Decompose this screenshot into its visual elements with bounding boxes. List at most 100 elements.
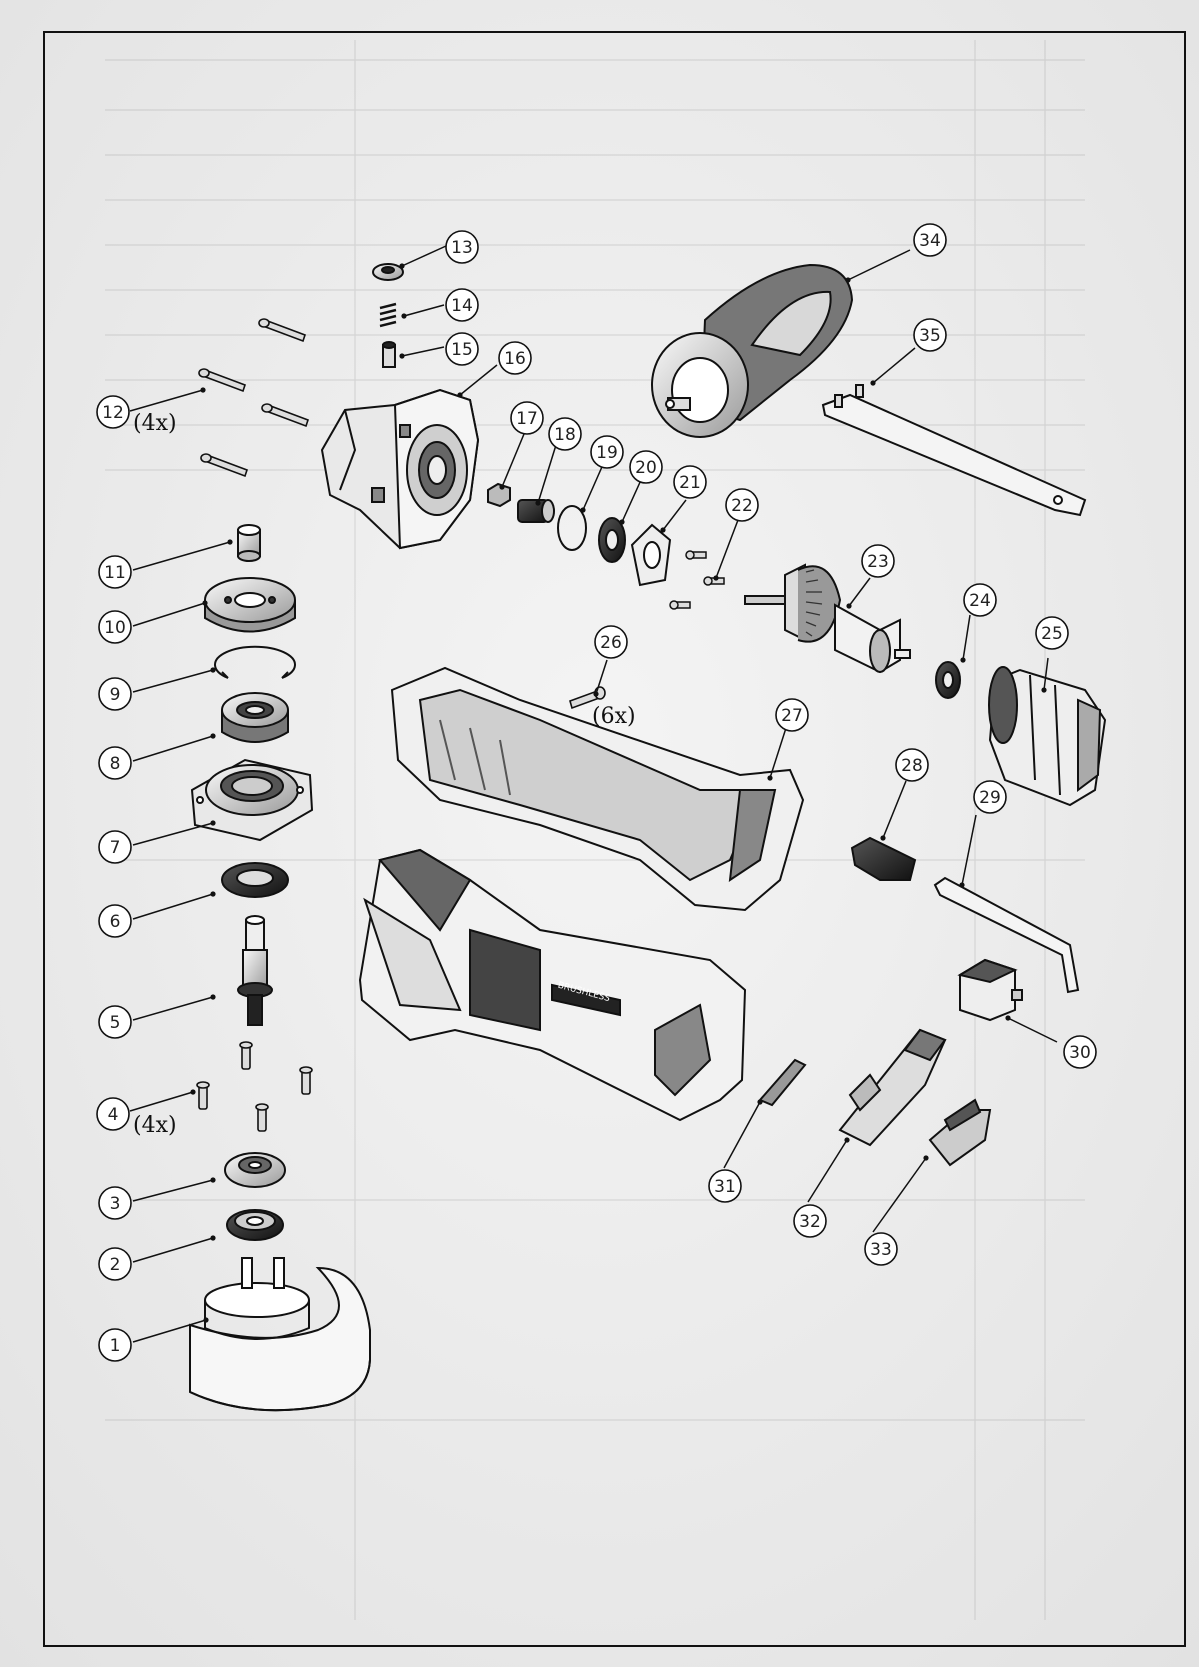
callout-circle [445,288,479,322]
callout-19: 19 [590,435,624,469]
callout-circle [629,450,663,484]
callout-number: 22 [731,496,753,516]
callout-number: 1 [110,1336,121,1356]
callout-circle [913,318,947,352]
callout-13: 13 [445,230,479,264]
part-15-lock-pin [382,341,396,368]
part-7-bearing-flange [190,758,314,842]
callout-circle [793,1204,827,1238]
callout-number: 35 [919,326,941,346]
callout-22: 22 [725,488,759,522]
callout-5: 5 [98,1005,132,1039]
callout-circle [861,544,895,578]
callout-9: 9 [98,677,132,711]
callout-33: 33 [864,1232,898,1266]
part-30-switch [957,958,1023,1022]
part-2-flange-nut [226,1209,284,1241]
callout-number: 19 [596,443,618,463]
callout-3: 3 [98,1186,132,1220]
part-14-spring [379,302,397,328]
callout-circle [708,1169,742,1203]
part-27-housing-half [390,666,805,912]
part-1-wheel-guard [189,1257,371,1412]
callout-number: 21 [679,473,701,493]
callout-number: 32 [799,1212,821,1232]
callout-1: 1 [98,1328,132,1362]
callout-25: 25 [1035,616,1069,650]
part-29-switch-lever [933,876,1080,994]
callout-31: 31 [708,1169,742,1203]
callout-11: 11 [98,555,132,589]
diagram-border [43,31,1186,1647]
callout-circle [98,1328,132,1362]
callout-21: 21 [673,465,707,499]
callout-circle [775,698,809,732]
callout-number: 30 [1069,1043,1091,1063]
callout-number: 23 [867,552,889,572]
callout-circle [98,555,132,589]
leader-lines [129,245,1058,1343]
callout-circle [498,341,532,375]
callout-4: 4 [96,1097,130,1131]
callout-number: 16 [504,349,526,369]
callout-7: 7 [98,830,132,864]
qty-part-4: (4x) [133,1113,177,1138]
callout-circle [913,223,947,257]
part-13-lock-cap [372,263,404,281]
callout-circle [98,610,132,644]
callout-16: 16 [498,341,532,375]
part-33-terminal-block [928,1098,992,1167]
callout-number: 20 [635,458,657,478]
callout-number: 17 [516,409,538,429]
callout-circle [98,1247,132,1281]
callout-number: 33 [870,1240,892,1260]
callout-number: 7 [110,838,121,858]
callout-32: 32 [793,1204,827,1238]
callout-number: 27 [781,706,803,726]
callout-circle [864,1232,898,1266]
main-motor-housing [358,848,747,1122]
callout-number: 8 [110,754,121,774]
part-25-stator [988,666,1107,807]
part-23-armature [744,563,911,674]
callout-number: 11 [104,563,126,583]
callout-number: 24 [969,591,991,611]
callout-number: 9 [110,685,121,705]
callout-6: 6 [98,904,132,938]
callout-circle [510,401,544,435]
callout-18: 18 [548,417,582,451]
callout-17: 17 [510,401,544,435]
callout-23: 23 [861,544,895,578]
callout-circle [548,417,582,451]
part-6-seal [221,862,289,898]
callout-number: 12 [102,403,124,423]
callout-number: 13 [451,238,473,258]
callout-26: 26 [594,625,628,659]
callout-number: 34 [919,231,941,251]
callout-circle [98,830,132,864]
part-28-switch-paddle [850,836,917,881]
callout-number: 2 [110,1255,121,1275]
part-18-bearing-sleeve [517,499,555,523]
part-12-screws [198,318,310,478]
callout-number: 18 [554,425,576,445]
callout-circle [1063,1035,1097,1069]
part-19-o-ring [557,505,587,551]
callout-number: 5 [110,1013,121,1033]
callout-circle [973,780,1007,814]
callout-circle [725,488,759,522]
callout-circle [963,583,997,617]
callout-number: 3 [110,1194,121,1214]
callout-circle [1035,616,1069,650]
callout-24: 24 [963,583,997,617]
part-31-bracket [758,1058,807,1107]
part-10-mount-flange [204,577,296,633]
callout-14: 14 [445,288,479,322]
part-5-spindle [237,915,273,1026]
callout-number: 26 [600,633,622,653]
callout-circle [98,746,132,780]
callout-20: 20 [629,450,663,484]
callout-2: 2 [98,1247,132,1281]
